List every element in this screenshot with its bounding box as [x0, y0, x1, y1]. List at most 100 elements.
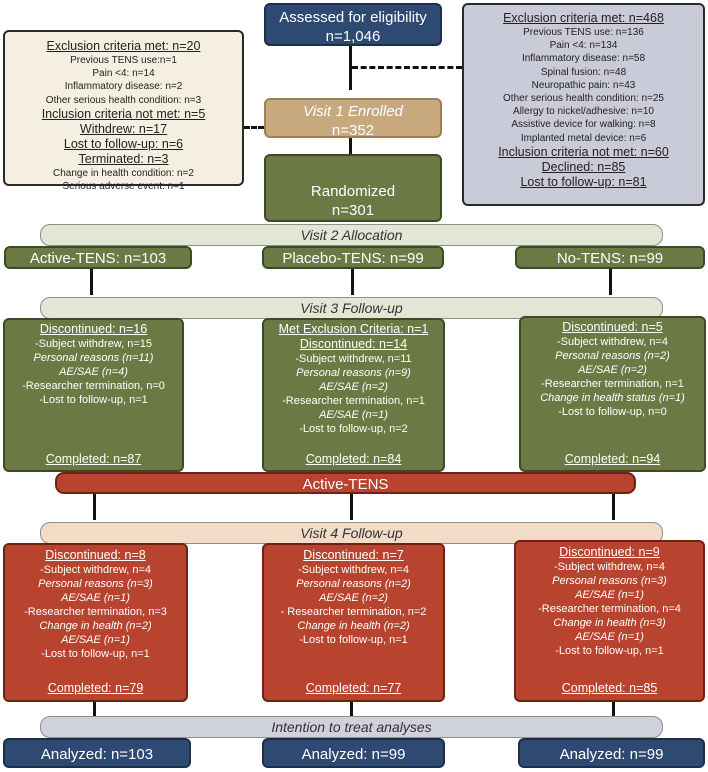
v4-placebo-completed: Completed: n=77: [305, 681, 402, 695]
dashed-line-to-left-exclusion: [244, 126, 264, 129]
v4-none-completed: Completed: n=85: [561, 681, 658, 695]
v3-placebo-completed: Completed: n=84: [305, 452, 402, 466]
v3-active-list: Discontinued: n=16 -Subject withdrew, n=1…: [5, 322, 182, 407]
detail-line: Allergy to nickel/adhesive: n=10: [513, 106, 654, 118]
detail-line: Change in health (n=3): [553, 617, 666, 629]
visit1-line1: Visit 1 Enrolled: [303, 103, 403, 120]
detail-line: AE/SAE (n=1): [61, 634, 130, 646]
active-analyzed-box: Analyzed: n=103: [3, 738, 191, 768]
detail-line: -Lost to follow-up, n=1: [299, 634, 408, 646]
detail-line: Implanted metal device: n=6: [520, 132, 647, 144]
detail-line: AE/SAE (n=2): [319, 592, 388, 604]
detail-line: Personal reasons (n=9): [296, 367, 411, 379]
detail-line: -Subject withdrew, n=15: [34, 338, 153, 350]
visit1-enrolled-box: Visit 1 Enrolled n=352: [264, 98, 442, 139]
category-heading: Discontinued: n=7: [303, 548, 404, 562]
detail-line: AE/SAE (n=2): [319, 381, 388, 393]
category-heading: Discontinued: n=8: [45, 548, 146, 562]
detail-line: -Lost to follow-up, n=0: [558, 406, 667, 418]
placebo-arm-label: Placebo-TENS: n=99: [282, 250, 424, 267]
arrow-active-to-v4: [93, 494, 96, 520]
category-heading: Inclusion criteria not met: n=5: [41, 106, 206, 121]
detail-line: Other serious health condition: n=3: [45, 94, 202, 106]
detail-line: Pain <4: n=134: [549, 40, 618, 52]
detail-line: AE/SAE (n=1): [61, 592, 130, 604]
randomized-line2: n=301: [331, 202, 375, 219]
arrow-none-v4-itt: [612, 702, 615, 716]
detail-line: AE/SAE (n=4): [59, 366, 128, 378]
detail-line: Change in health condition: n=2: [53, 167, 194, 179]
arrow-active-v4-itt: [93, 702, 96, 716]
v4-active-completed: Completed: n=79: [47, 681, 144, 695]
detail-line: AE/SAE (n=1): [319, 409, 388, 421]
detail-line: -Subject withdrew, n=4: [554, 561, 665, 573]
category-heading: Exclusion criteria met: n=468: [503, 11, 664, 25]
randomized-box: Randomized n=301: [264, 154, 442, 222]
visit4-followup-band: Visit 4 Follow-up: [40, 522, 663, 544]
category-heading: Declined: n=85: [541, 159, 626, 174]
detail-line: -Researcher termination, n=0: [22, 380, 165, 392]
visit4-label: Visit 4 Follow-up: [300, 525, 403, 541]
category-heading: Withdrew: n=17: [79, 121, 168, 136]
placebo-analyzed-box: Analyzed: n=99: [262, 738, 445, 768]
detail-line: Inflammatory disease: n=2: [64, 81, 183, 93]
detail-line: -Lost to follow-up, n=1: [555, 645, 664, 657]
detail-line: Change in health status (n=1): [540, 392, 685, 404]
visit1-line2: n=352: [331, 122, 375, 139]
itt-analyses-band: Intention to treat analyses: [40, 716, 663, 738]
category-heading: Discontinued: n=9: [559, 545, 660, 559]
detail-line: Assistive device for walking: n=8: [511, 119, 656, 131]
category-heading: Exclusion criteria met: n=20: [46, 39, 201, 53]
v3-none-completed: Completed: n=94: [564, 452, 661, 466]
detail-line: Other serious health condition: n=25: [503, 93, 664, 105]
detail-line: -Researcher termination, n=1: [541, 378, 684, 390]
detail-line: -Subject withdrew, n=4: [298, 564, 409, 576]
arrow-none-v2-v3: [609, 269, 612, 295]
arrow-none-to-v4: [612, 494, 615, 520]
v3-active-box: Discontinued: n=16 -Subject withdrew, n=1…: [3, 318, 184, 472]
detail-line: -Researcher termination, n=3: [24, 606, 167, 618]
active-tens-arm-box: Active-TENS: n=103: [4, 246, 192, 269]
detail-line: Personal reasons (n=2): [296, 578, 411, 590]
arrow-active-v2-v3: [90, 269, 93, 295]
detail-line: Change in health (n=2): [39, 620, 152, 632]
randomized-line1: Randomized: [310, 183, 396, 200]
category-heading: Met Exclusion Criteria: n=1: [278, 322, 429, 336]
dashed-line-to-right-exclusion: [352, 66, 462, 69]
category-heading: Inclusion criteria not met: n=60: [498, 144, 669, 159]
assessed-line1: Assessed for eligibility: [279, 9, 427, 26]
assessed-box: Assessed for eligibility n=1,046: [264, 3, 442, 46]
none-analyzed-label: Analyzed: n=99: [559, 746, 664, 763]
category-heading: Discontinued: n=16: [39, 322, 148, 336]
visit3-label: Visit 3 Follow-up: [300, 300, 403, 316]
active-arm-label: Active-TENS: n=103: [29, 250, 167, 267]
detail-line: Previous TENS use:n=1: [70, 55, 177, 66]
detail-line: Spinal fusion: n=48: [540, 66, 627, 78]
assessed-line2: n=1,046: [325, 28, 381, 45]
detail-line: AE/SAE (n=1): [575, 589, 644, 601]
detail-line: Neuropathic pain: n=43: [531, 79, 636, 91]
none-arm-label: No-TENS: n=99: [556, 250, 664, 267]
v3-active-completed: Completed: n=87: [45, 452, 142, 466]
detail-line: Personal reasons (n=2): [555, 350, 670, 362]
category-heading: Lost to follow-up: n=81: [520, 174, 647, 189]
category-heading: Discontinued: n=14: [299, 337, 408, 351]
category-heading: Discontinued: n=5: [562, 320, 663, 334]
visit2-label: Visit 2 Allocation: [300, 227, 403, 243]
detail-line: Change in health (n=2): [297, 620, 410, 632]
itt-label: Intention to treat analyses: [271, 719, 432, 735]
active-analyzed-label: Analyzed: n=103: [40, 746, 154, 763]
arrow-placebo-v4-itt: [350, 702, 353, 716]
detail-line: Personal reasons (n=3): [38, 578, 153, 590]
none-analyzed-box: Analyzed: n=99: [518, 738, 705, 768]
